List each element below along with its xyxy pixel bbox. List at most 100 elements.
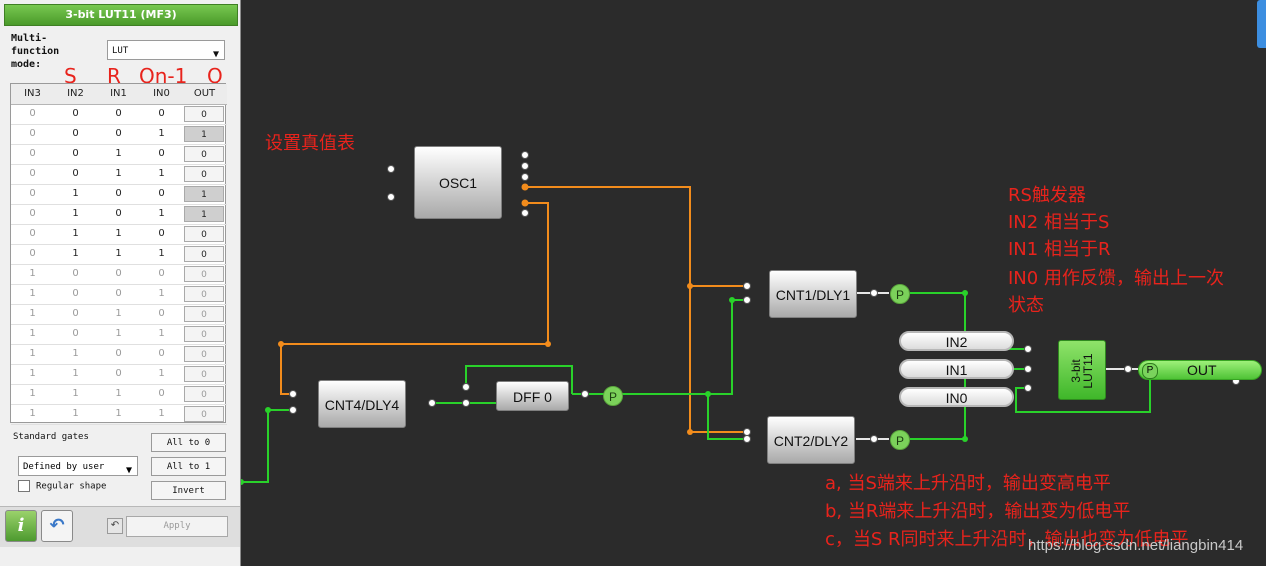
truth-out-button[interactable]: 0 (184, 406, 224, 422)
standard-gates-label: Standard gates (13, 432, 89, 442)
label-r: R (107, 64, 121, 88)
pin-marker-cnt1[interactable]: P (890, 284, 910, 304)
truth-out-button[interactable]: 1 (184, 206, 224, 222)
truth-out-button[interactable]: 0 (184, 166, 224, 182)
info-icon[interactable]: i (5, 510, 37, 542)
truth-cell: 0 (115, 108, 122, 119)
label-q: Q (207, 64, 223, 88)
truth-out-button[interactable]: 0 (184, 246, 224, 262)
truth-cell: 0 (29, 248, 36, 259)
checkbox-box (18, 480, 30, 492)
truth-cell: 1 (115, 408, 122, 419)
truth-out-button[interactable]: 0 (184, 306, 224, 322)
truth-out-button[interactable]: 0 (184, 286, 224, 302)
chevron-down-icon: ▼ (212, 49, 219, 60)
truth-header-cell: IN2 (67, 88, 84, 99)
truth-cell: 1 (115, 168, 122, 179)
truth-out-button[interactable]: 0 (184, 346, 224, 362)
annotation-b: b, 当R端来上升沿时，输出变为低电平 (825, 501, 1131, 522)
truth-cell: 0 (158, 228, 165, 239)
regular-shape-checkbox[interactable]: Regular shape (18, 480, 106, 492)
truth-cell: 0 (115, 348, 122, 359)
regular-shape-label: Regular shape (36, 481, 107, 492)
truth-cell: 1 (29, 288, 36, 299)
truth-cell: 0 (29, 168, 36, 179)
truth-cell: 0 (72, 128, 79, 139)
mode-value: LUT (112, 46, 129, 56)
truth-cell: 1 (158, 328, 165, 339)
truth-cell: 0 (115, 288, 122, 299)
truth-cell: 1 (29, 388, 36, 399)
truth-cell: 1 (158, 128, 165, 139)
truth-cell: 0 (72, 148, 79, 159)
all-to-1-button[interactable]: All to 1 (151, 457, 226, 476)
annotation-truth-table: 设置真值表 (265, 133, 355, 154)
wire-p-branch (619, 299, 747, 395)
out-pin[interactable]: P OUT (1138, 360, 1262, 380)
invert-button[interactable]: Invert (151, 481, 226, 500)
truth-cell: 1 (29, 408, 36, 419)
truth-out-button[interactable]: 1 (184, 186, 224, 202)
osc-block[interactable]: OSC1 (414, 146, 502, 219)
lut11-block[interactable]: 3-bit LUT11 (1058, 340, 1106, 400)
truth-cell: 0 (29, 148, 36, 159)
truth-cell: 1 (115, 148, 122, 159)
truth-cell: 1 (72, 248, 79, 259)
properties-panel: 3-bit LUT11 (MF3) Multi- function mode: … (0, 0, 241, 566)
defined-by-value: Defined by user (23, 462, 105, 472)
dff-block[interactable]: DFF 0 (496, 381, 569, 411)
pin-marker-cnt2[interactable]: P (890, 430, 910, 450)
truth-out-button[interactable]: 0 (184, 266, 224, 282)
truth-out-button[interactable]: 0 (184, 326, 224, 342)
annotation-in2: IN2 相当于S (1008, 212, 1110, 233)
truth-cell: 1 (72, 188, 79, 199)
truth-cell: 0 (115, 208, 122, 219)
side-panel-tab[interactable] (1257, 0, 1266, 48)
all-to-0-button[interactable]: All to 0 (151, 433, 226, 452)
truth-out-button[interactable]: 0 (184, 386, 224, 402)
truth-out-button[interactable]: 0 (184, 226, 224, 242)
out-pin-marker: P (1142, 363, 1158, 379)
truth-cell: 0 (72, 108, 79, 119)
in2-pin[interactable]: IN2 (899, 331, 1014, 351)
truth-out-button[interactable]: 0 (184, 146, 224, 162)
truth-cell: 1 (29, 348, 36, 359)
wire-dff-loop (465, 365, 573, 394)
standard-gates-select[interactable]: Defined by user ▼ (18, 456, 138, 476)
truth-out-button[interactable]: 0 (184, 366, 224, 382)
truth-out-button[interactable]: 1 (184, 126, 224, 142)
in1-pin[interactable]: IN1 (899, 359, 1014, 379)
cnt2-block[interactable]: CNT2/DLY2 (767, 416, 855, 464)
in0-pin[interactable]: IN0 (899, 387, 1014, 407)
truth-cell: 0 (158, 108, 165, 119)
truth-header-cell: IN0 (153, 88, 170, 99)
pin-marker-dff[interactable]: P (603, 386, 623, 406)
truth-out-button[interactable]: 0 (184, 106, 224, 122)
truth-cell: 0 (72, 288, 79, 299)
revert-icon[interactable]: ↶ (107, 518, 123, 534)
truth-cell: 1 (115, 388, 122, 399)
design-canvas[interactable]: OSC1 CNT1/DLY1 CNT2/DLY2 CNT4/DLY4 DFF 0… (241, 0, 1266, 566)
truth-cell: 1 (72, 388, 79, 399)
truth-cell: 0 (158, 268, 165, 279)
cnt4-block[interactable]: CNT4/DLY4 (318, 380, 406, 428)
truth-cell: 1 (158, 248, 165, 259)
truth-cell: 0 (29, 228, 36, 239)
mode-select[interactable]: LUT ▼ (107, 40, 225, 60)
cnt1-block[interactable]: CNT1/DLY1 (769, 270, 857, 318)
wire-osc-branch (689, 286, 747, 433)
undo-icon[interactable]: ↶ (41, 510, 73, 542)
apply-button[interactable]: Apply (126, 516, 228, 537)
truth-header-cell: IN3 (24, 88, 41, 99)
